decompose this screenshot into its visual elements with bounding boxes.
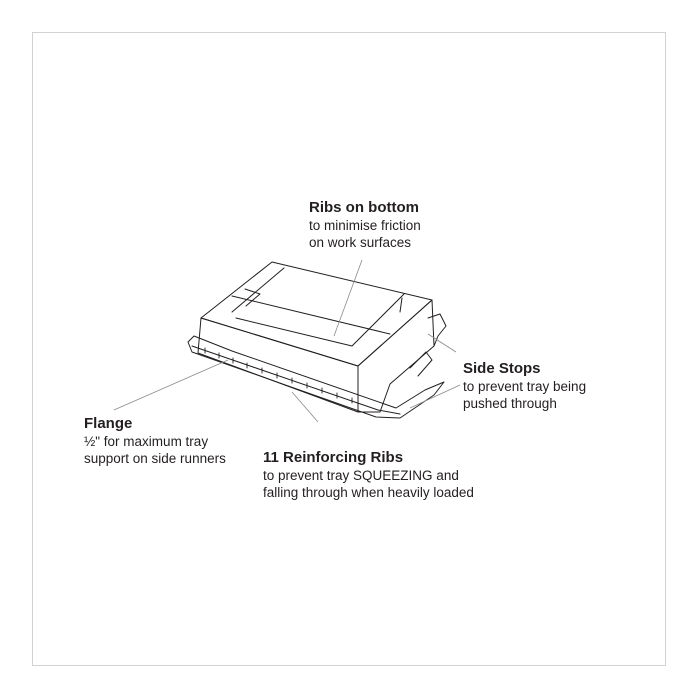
leader-lines <box>113 259 461 423</box>
bottom-rib-1 <box>231 295 391 335</box>
callout-side-stops-line2: pushed through <box>463 396 557 411</box>
callout-side-stops-heading: Side Stops <box>463 360 541 377</box>
callout-flange: Flange ½" for maximum tray support on si… <box>84 415 226 467</box>
callout-reinforcing-ribs-line2: falling through when heavily loaded <box>263 485 474 500</box>
callout-reinforcing-ribs-line1: to prevent tray SQUEEZING and <box>263 468 459 483</box>
leader-side-stops <box>427 333 457 353</box>
side-stop <box>427 313 447 347</box>
tray-side-wall <box>357 299 435 413</box>
side-stop-detail <box>409 351 433 377</box>
tray-front-wall <box>197 317 359 413</box>
tray-top-face <box>200 261 433 367</box>
image-frame <box>32 32 666 666</box>
reinforcing-ribs <box>204 347 353 404</box>
callout-reinforcing-ribs-heading: 11 Reinforcing Ribs <box>263 449 404 466</box>
bottom-rib-3 <box>244 288 261 307</box>
callout-flange-heading: Flange <box>84 415 133 432</box>
callout-flange-line1: ½" for maximum tray <box>84 434 209 449</box>
callout-flange-line2: support on side runners <box>84 451 226 466</box>
leader-ribs-bottom <box>333 259 363 337</box>
leader-reinforcing-ribs <box>291 391 319 423</box>
bottom-rib-4 <box>235 293 405 347</box>
tray-flange <box>187 335 445 419</box>
tray-illustration <box>187 261 447 419</box>
callout-reinforcing-ribs: 11 Reinforcing Ribs to prevent tray SQUE… <box>263 449 474 501</box>
callout-ribs-on-bottom-line1: to minimise friction <box>309 218 421 233</box>
callout-ribs-on-bottom-line2: on work surfaces <box>309 235 412 250</box>
bottom-rib-5 <box>399 297 403 313</box>
leader-flange <box>113 359 229 411</box>
callout-side-stops: Side Stops to prevent tray being pushed … <box>463 360 586 412</box>
callout-ribs-on-bottom: Ribs on bottom to minimise friction on w… <box>309 199 421 251</box>
callout-side-stops-line1: to prevent tray being <box>463 379 587 394</box>
leader-side-stops-2 <box>409 384 461 409</box>
bottom-rib-2 <box>231 267 285 313</box>
tray-flange-inner-edge <box>191 345 401 415</box>
callout-ribs-on-bottom-heading: Ribs on bottom <box>309 199 419 216</box>
